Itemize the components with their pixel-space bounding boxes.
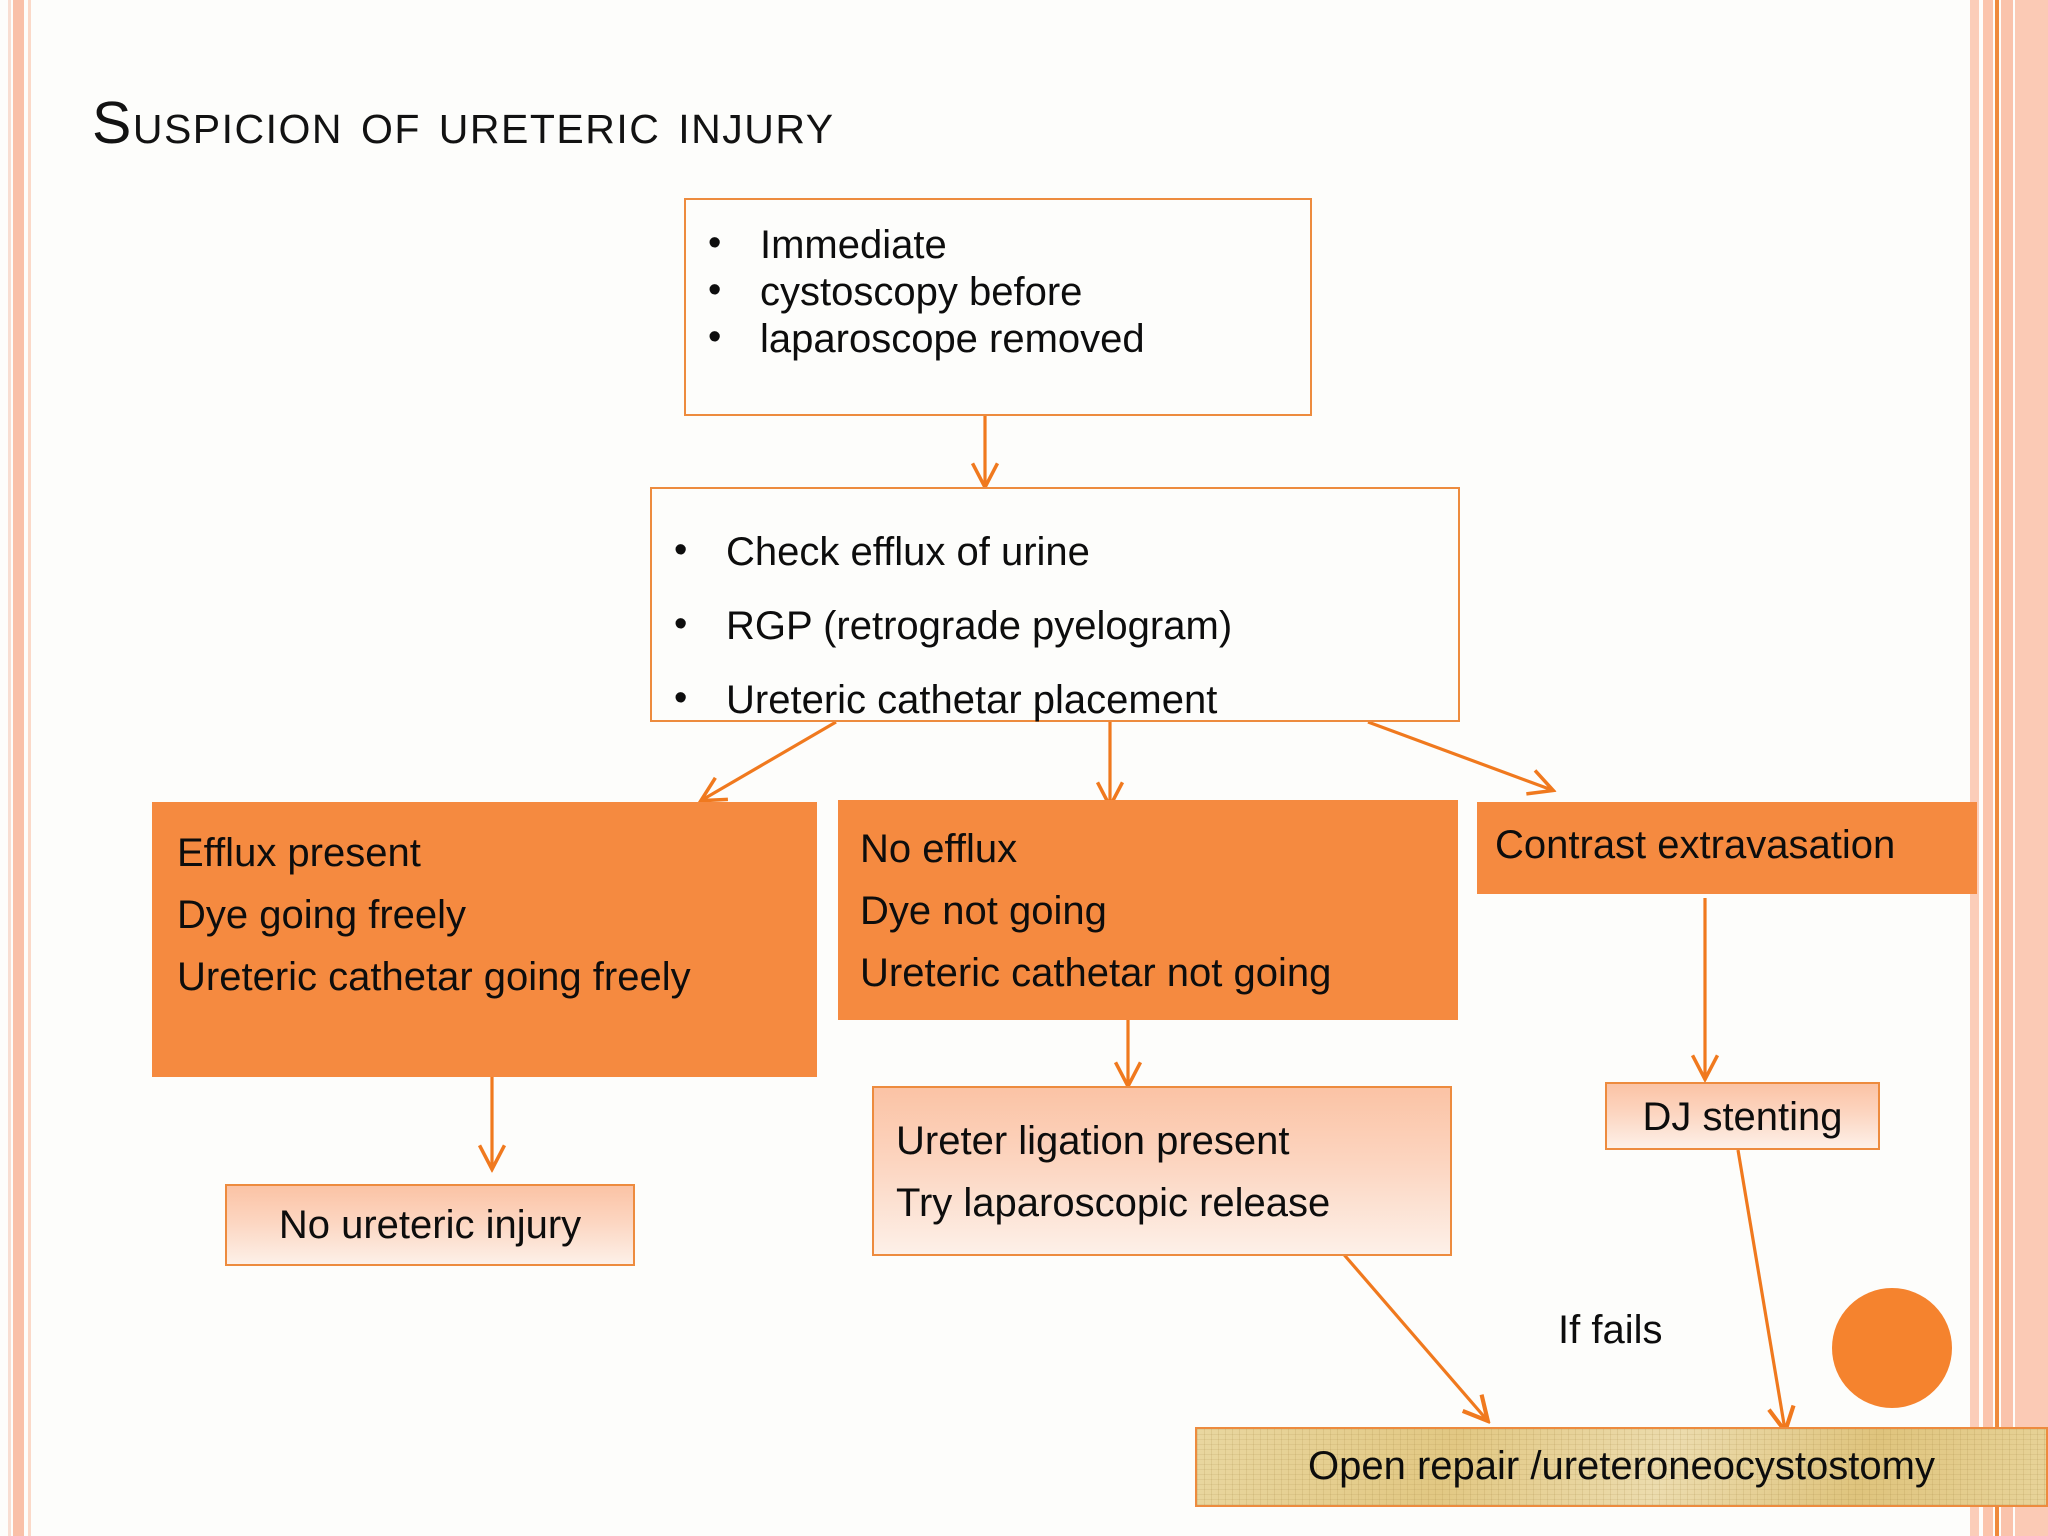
no-ureteric-injury-label: No ureteric injury bbox=[278, 1203, 582, 1247]
efflux-present-lines: Efflux present Dye going freely Ureteric… bbox=[152, 802, 817, 1008]
ureter-ligation-line-0: Ureter ligation present bbox=[896, 1119, 1290, 1163]
left-edge-band-1 bbox=[8, 0, 11, 1536]
list-item: cystoscopy before bbox=[686, 267, 1310, 316]
efflux-present-line-2: Ureteric cathetar going freely bbox=[177, 955, 691, 999]
right-edge-band-1 bbox=[1970, 0, 1979, 1536]
node-no-efflux[interactable]: No efflux Dye not going Ureteric catheta… bbox=[838, 800, 1458, 1020]
no-efflux-lines: No efflux Dye not going Ureteric catheta… bbox=[838, 800, 1458, 1004]
ureter-ligation-lines: Ureter ligation present Try laparoscopic… bbox=[874, 1088, 1450, 1234]
efflux-present-line-1: Dye going freely bbox=[177, 893, 467, 937]
cystoscopy-line-1: Immediate bbox=[760, 223, 947, 267]
node-no-ureteric-injury[interactable]: No ureteric injury bbox=[225, 1184, 635, 1266]
list-item: laparoscope removed bbox=[686, 314, 1310, 363]
right-edge-band-3 bbox=[2001, 0, 2013, 1536]
decorative-circle bbox=[1832, 1288, 1952, 1408]
list-item: Check efflux of urine bbox=[652, 513, 1458, 589]
check-item-1: RGP (retrograde pyelogram) bbox=[726, 604, 1233, 648]
list-item: RGP (retrograde pyelogram) bbox=[652, 587, 1458, 663]
node-open-repair[interactable]: Open repair /ureteroneocystostomy bbox=[1195, 1427, 2048, 1507]
list-item: Ureteric cathetar placement bbox=[652, 661, 1458, 737]
no-efflux-line-2: Ureteric cathetar not going bbox=[860, 951, 1332, 995]
left-edge-band-2 bbox=[13, 0, 24, 1536]
cystoscopy-line-2: cystoscopy before bbox=[760, 270, 1083, 314]
checks-bullet-list: Check efflux of urine RGP (retrograde py… bbox=[652, 489, 1458, 737]
page-title: Suspicion of ureteric injury bbox=[92, 90, 835, 156]
check-item-0: Check efflux of urine bbox=[726, 530, 1090, 574]
check-item-2: Ureteric cathetar placement bbox=[726, 678, 1218, 722]
if-fails-label: If fails bbox=[1558, 1308, 1663, 1352]
dj-stenting-label: DJ stenting bbox=[1642, 1095, 1843, 1139]
right-edge-accent-line bbox=[1995, 0, 1999, 1536]
cystoscopy-line-3: laparoscope removed bbox=[760, 317, 1145, 361]
node-immediate-cystoscopy[interactable]: Immediate cystoscopy before laparoscope … bbox=[684, 198, 1312, 416]
efflux-present-line-0: Efflux present bbox=[177, 831, 421, 875]
left-edge-band-3 bbox=[28, 0, 31, 1536]
right-edge-band-4 bbox=[2015, 0, 2048, 1536]
node-efflux-present[interactable]: Efflux present Dye going freely Ureteric… bbox=[152, 802, 817, 1077]
cystoscopy-bullet-list: Immediate cystoscopy before laparoscope … bbox=[686, 200, 1310, 363]
node-contrast-extravasation[interactable]: Contrast extravasation bbox=[1477, 802, 1977, 894]
list-item: Immediate bbox=[686, 220, 1310, 269]
no-efflux-line-0: No efflux bbox=[860, 827, 1018, 871]
node-dj-stenting[interactable]: DJ stenting bbox=[1605, 1082, 1880, 1150]
node-ureter-ligation[interactable]: Ureter ligation present Try laparoscopic… bbox=[872, 1086, 1452, 1256]
right-edge-band-2 bbox=[1983, 0, 1993, 1536]
open-repair-label: Open repair /ureteroneocystostomy bbox=[1308, 1444, 1935, 1488]
contrast-extravasation-label: Contrast extravasation bbox=[1495, 823, 1896, 867]
ureter-ligation-line-1: Try laparoscopic release bbox=[896, 1181, 1331, 1225]
node-checks[interactable]: Check efflux of urine RGP (retrograde py… bbox=[650, 487, 1460, 735]
no-efflux-line-1: Dye not going bbox=[860, 889, 1107, 933]
